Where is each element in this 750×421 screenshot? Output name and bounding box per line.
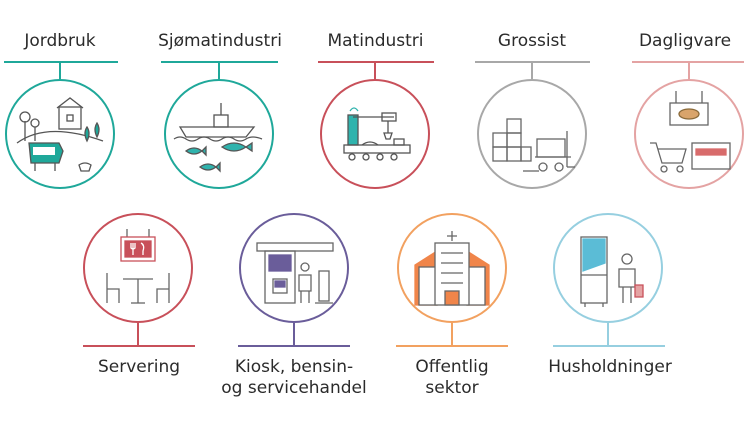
label-kiosk-line2: og servicehandel (221, 378, 367, 398)
label-offentlig: Offentlig (415, 357, 489, 377)
grocery-store-icon (650, 91, 731, 173)
sector-circle-grossist (477, 79, 587, 189)
line-kiosk (238, 345, 350, 347)
label-husholdninger: Husholdninger (548, 357, 672, 377)
sector-circle-matindustri (320, 79, 430, 189)
warehouse-forklift-icon (492, 118, 575, 172)
line-offentlig (396, 345, 508, 347)
label-grossist: Grossist (497, 31, 567, 51)
restaurant-icon (106, 229, 170, 304)
farm-icon (16, 97, 104, 172)
label-kiosk: Kiosk, bensin- (234, 357, 354, 377)
label-servering: Servering (97, 357, 181, 377)
sector-circle-servering (83, 213, 193, 323)
gas-station-icon (256, 242, 334, 304)
line-servering (83, 345, 195, 347)
connector-dagligvare (688, 61, 690, 79)
label-matindustri: Matindustri (327, 31, 424, 51)
connector-kiosk (293, 323, 295, 345)
connector-grossist (531, 61, 533, 79)
connector-sjomatindustri (218, 61, 220, 79)
sector-circle-offentlig (397, 213, 507, 323)
household-fridge-icon (580, 236, 644, 307)
line-jordbruk (4, 61, 118, 63)
sector-circle-jordbruk (5, 79, 115, 189)
connector-husholdninger (607, 323, 609, 345)
line-husholdninger (553, 345, 665, 347)
label-offentlig-line2: sektor (425, 378, 479, 398)
label-sjomatindustri: Sjømatindustri (158, 31, 282, 51)
sector-circle-kiosk (239, 213, 349, 323)
hospital-icon (414, 231, 490, 306)
line-matindustri (318, 61, 434, 63)
label-dagligvare: Dagligvare (638, 31, 732, 51)
label-jordbruk: Jordbruk (24, 31, 96, 51)
connector-jordbruk (59, 61, 61, 79)
sector-circle-dagligvare (634, 79, 744, 189)
factory-robot-icon (343, 107, 411, 161)
connector-offentlig (451, 323, 453, 345)
fishing-boat-icon (173, 103, 263, 173)
connector-matindustri (374, 61, 376, 79)
connector-servering (137, 323, 139, 345)
sector-circle-sjomatindustri (164, 79, 274, 189)
sector-circle-husholdninger (553, 213, 663, 323)
